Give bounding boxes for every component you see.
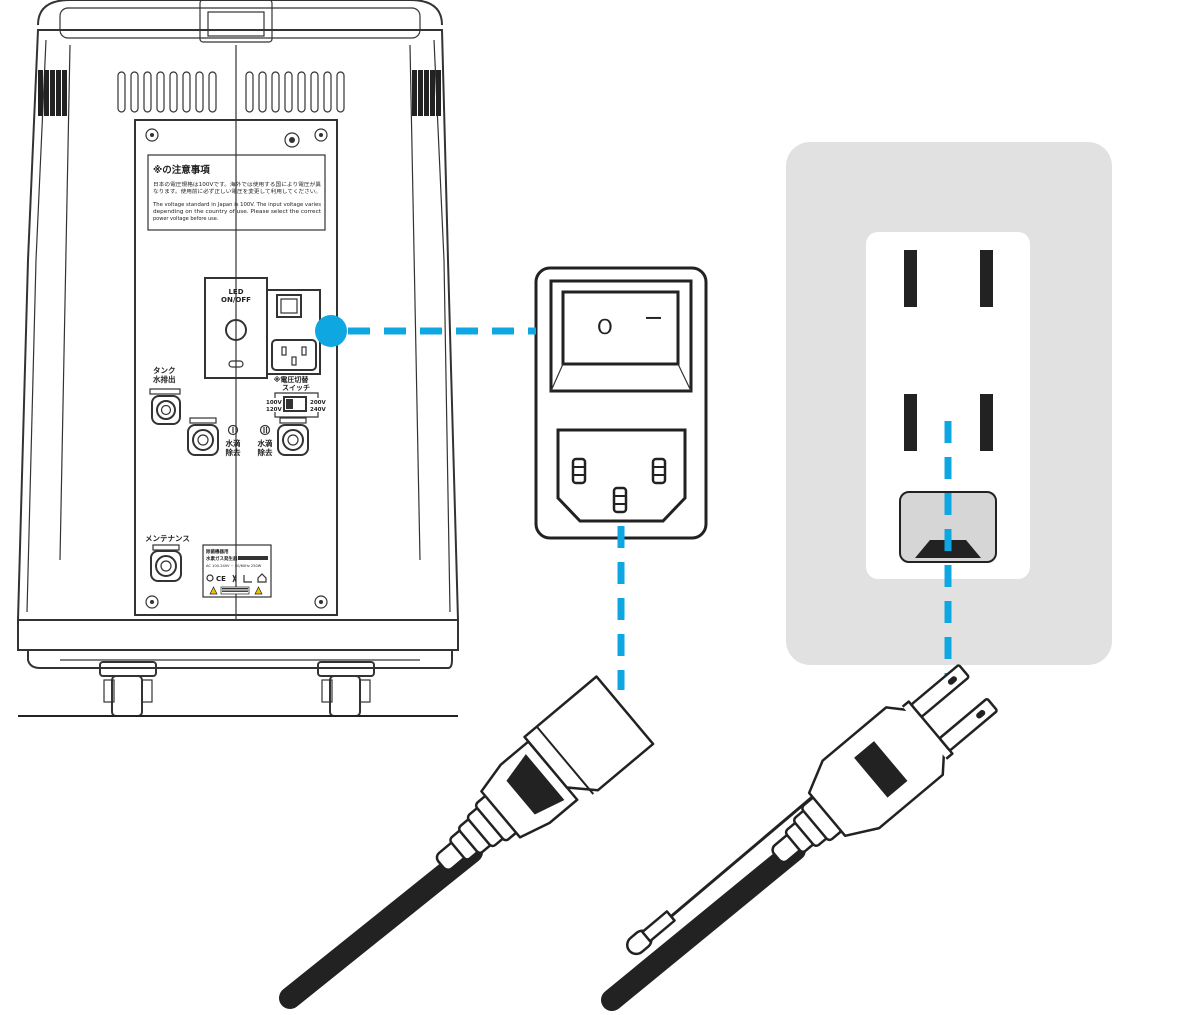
voltage-selector <box>283 396 307 412</box>
inlet-pin-ground <box>612 486 628 514</box>
warning-icon-1 <box>209 586 218 595</box>
drain-label-2-line1: 水滴 <box>258 438 273 448</box>
side-vent-right <box>412 70 441 116</box>
water-drain-port-2 <box>277 417 309 456</box>
outlet-slot-tl <box>904 250 917 307</box>
tank-drain-port <box>149 388 181 425</box>
switch-on-symbol: I <box>641 315 665 321</box>
device-rocker-switch <box>276 294 302 318</box>
rating-line3: AC 100-240V ~ 50/60Hz 250W <box>206 564 262 568</box>
plug-prong-bottom <box>939 698 998 751</box>
power-inlet-closeup: O I <box>534 266 708 540</box>
wall-outlet-panel <box>786 142 1112 665</box>
caster-left <box>99 661 157 717</box>
outlet-slot-bl <box>904 394 917 451</box>
device-rear-view: ※の注意事項 日本の電圧規格は100Vです。海外では使用する国により電圧が異 な… <box>16 0 460 717</box>
caster-right <box>317 661 375 717</box>
outlet-slot-tr <box>980 250 993 307</box>
back-panel <box>134 119 338 616</box>
device-power-inlet <box>271 339 317 371</box>
rating-label <box>202 544 272 598</box>
maintenance-port <box>150 544 182 582</box>
led-label-line2: ON/OFF <box>221 296 251 304</box>
outlet-ground-opening <box>899 491 997 563</box>
drain-label-1-line2: 除去 <box>226 447 241 457</box>
warning-icon-2 <box>254 586 263 595</box>
volt-120-label: 120V <box>266 407 282 413</box>
power-inlet-socket <box>556 428 687 523</box>
side-vent-left <box>38 70 67 116</box>
top-vent-slots <box>117 71 345 113</box>
notice-jp-line1: 日本の電圧規格は100Vです。海外では使用する国により電圧が異 <box>153 181 321 188</box>
drain-label-1-line1: 水滴 <box>226 438 241 448</box>
maintenance-label: メンテナンス <box>145 534 190 543</box>
plug-prong-top <box>910 664 970 718</box>
device-base <box>17 619 459 651</box>
connector-dot <box>315 315 347 347</box>
notice-label <box>147 154 326 231</box>
notice-jp-line2: なります。使用前に必ず正しい電圧を変更して利用してください。 <box>153 188 321 195</box>
drain-icon-1 <box>227 424 239 436</box>
notice-en-line3: power voltage before use. <box>153 216 219 222</box>
tank-label-line1: タンク <box>153 365 176 375</box>
outlet-slot-br <box>980 394 993 451</box>
inlet-pin-left <box>571 457 587 485</box>
rating-line2: 水素ガス発生器 <box>206 555 238 562</box>
plug-grip-pad <box>854 741 908 798</box>
rating-line1: 除菌機器用 <box>206 548 229 555</box>
iec-power-cord <box>279 675 655 1009</box>
drain-label-2-line2: 除去 <box>258 447 273 457</box>
iec-grip-pad <box>506 754 565 815</box>
tank-label-line2: 水排出 <box>153 374 176 384</box>
voltage-switch-label-line1: ※電圧切替 <box>274 375 309 384</box>
wall-plug-cord <box>601 664 998 1011</box>
volt-200-label: 200V <box>310 400 326 406</box>
led-indicator <box>228 360 244 368</box>
power-module <box>266 289 321 375</box>
notice-en-line2: depending on the country of use. Please … <box>153 209 321 215</box>
led-label-line1: LED <box>228 288 243 296</box>
voltage-switch-label-line2: スイッチ <box>282 384 310 392</box>
rocker-switch <box>561 290 680 366</box>
notice-title: ※の注意事項 <box>153 164 210 176</box>
volt-240-label: 240V <box>310 407 326 413</box>
panel-screws <box>145 128 328 609</box>
ce-mark: CE <box>216 575 226 583</box>
switch-off-symbol: O <box>597 315 613 339</box>
inlet-pin-right <box>651 457 667 485</box>
led-button <box>225 319 247 341</box>
notice-en-line1: The voltage standard in Japan is 100V. T… <box>152 202 321 208</box>
water-drain-port-1 <box>187 417 219 456</box>
volt-100-label: 100V <box>266 400 282 406</box>
connector-lines <box>315 315 952 690</box>
drain-icon-2 <box>259 424 271 436</box>
